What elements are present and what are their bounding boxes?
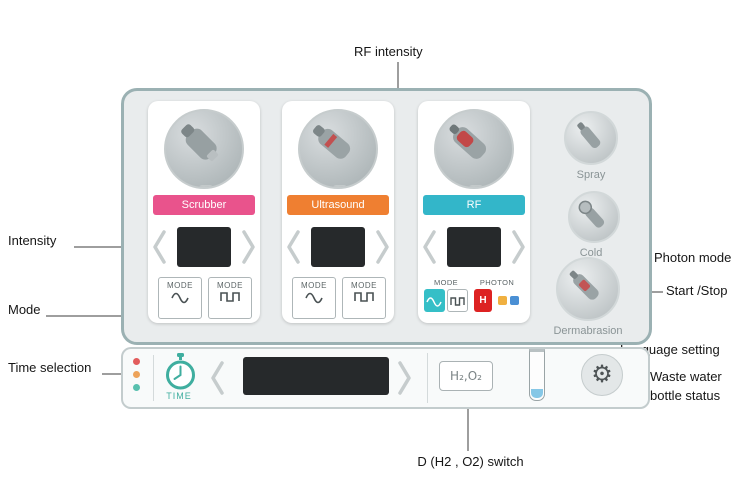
rf-label: RF xyxy=(423,195,525,215)
status-dot-red xyxy=(133,358,140,365)
sine-wave-icon xyxy=(305,292,323,304)
bottom-control-bar: TIME H₂,O₂ ⚙ xyxy=(121,347,650,409)
spray-label: Spray xyxy=(576,169,606,181)
rf-mode-continuous-button[interactable] xyxy=(424,289,445,312)
scrubber-column: Scrubber MODE MODE xyxy=(148,101,260,323)
h2o2-switch-button[interactable]: H₂,O₂ xyxy=(439,361,493,391)
cold-handpiece-icon xyxy=(578,200,605,228)
photon-color-indicator-yellow xyxy=(498,296,507,305)
cold-label: Cold xyxy=(579,247,603,259)
annotation-waste-water-2: bottle status xyxy=(650,388,721,403)
square-wave-icon xyxy=(354,292,374,302)
waste-water-level xyxy=(531,389,543,398)
scrubber-handpiece-switch xyxy=(199,185,213,187)
ultrasound-mode-pulse-button[interactable]: MODE xyxy=(342,277,386,319)
scrubber-intensity-increase-chevron[interactable] xyxy=(241,229,257,265)
annotation-time-selection: Time selection xyxy=(8,360,92,375)
rf-handpiece-icon xyxy=(449,124,487,159)
ultrasound-label: Ultrasound xyxy=(287,195,389,215)
ultrasound-intensity-row xyxy=(282,225,394,269)
sine-wave-icon xyxy=(171,292,189,304)
scrubber-handpiece-icon xyxy=(181,124,219,162)
ultrasound-intensity-display xyxy=(311,227,365,267)
scrubber-intensity-decrease-chevron[interactable] xyxy=(151,229,167,265)
sine-wave-icon xyxy=(426,296,442,307)
scrubber-intensity-row xyxy=(148,225,260,269)
rf-mode-photon-row: MODE PHOTON H xyxy=(418,277,530,323)
photon-color-indicator-blue xyxy=(510,296,519,305)
ultrasound-mode-row: MODE MODE xyxy=(282,277,394,323)
rf-intensity-decrease-chevron[interactable] xyxy=(421,229,437,265)
annotation-photon-mode: Photon mode xyxy=(654,250,732,265)
annotation-waste-water-1: Waste water xyxy=(650,369,722,384)
status-dot-teal xyxy=(133,384,140,391)
rf-column: RF MODE PHOTON xyxy=(418,101,530,323)
status-dot-orange xyxy=(133,371,140,378)
device-panel: Scrubber MODE MODE xyxy=(121,88,652,345)
ultrasound-handpiece-icon xyxy=(313,125,351,159)
rf-intensity-display xyxy=(447,227,501,267)
scrubber-intensity-display xyxy=(177,227,231,267)
square-wave-icon xyxy=(450,296,465,306)
rf-mode-header: MODE xyxy=(433,278,459,287)
scrubber-handpiece-image xyxy=(164,109,244,189)
rf-mode-pulse-button[interactable] xyxy=(447,289,468,312)
annotation-start-stop: Start /Stop xyxy=(666,283,728,298)
ultrasound-intensity-increase-chevron[interactable] xyxy=(375,229,391,265)
annotation-intensity: Intensity xyxy=(8,233,57,248)
spray-handpiece-icon xyxy=(577,122,601,149)
square-wave-icon xyxy=(220,292,240,302)
language-settings-button[interactable]: ⚙ xyxy=(581,354,623,396)
time-increase-chevron[interactable] xyxy=(397,360,413,396)
scrubber-mode-pulse-button[interactable]: MODE xyxy=(208,277,252,319)
divider xyxy=(153,355,154,401)
ultrasound-handpiece-switch xyxy=(333,185,347,187)
scrubber-mode-continuous-button[interactable]: MODE xyxy=(158,277,202,319)
annotation-rf-intensity: RF intensity xyxy=(354,44,423,59)
ultrasound-handpiece-image xyxy=(298,109,378,189)
dermabrasion-handpiece-icon xyxy=(569,270,599,300)
divider xyxy=(427,353,428,403)
time-display xyxy=(243,357,389,395)
rf-handpiece-image xyxy=(434,109,514,189)
rf-photon-header: PHOTON xyxy=(479,278,515,287)
time-decrease-chevron[interactable] xyxy=(209,360,225,396)
stopwatch-icon xyxy=(166,353,195,390)
photon-h-label: H xyxy=(479,295,487,306)
mode-label: MODE xyxy=(167,281,193,290)
gear-icon: ⚙ xyxy=(591,360,613,388)
time-label: TIME xyxy=(166,391,192,401)
ultrasound-mode-continuous-button[interactable]: MODE xyxy=(292,277,336,319)
mode-label: MODE xyxy=(301,281,327,290)
waste-water-bottle-indicator xyxy=(529,349,545,401)
dermabrasion-function-button[interactable] xyxy=(556,257,620,321)
annotation-mode: Mode xyxy=(8,302,41,317)
rf-intensity-row xyxy=(418,225,530,269)
photon-start-stop-button[interactable]: H xyxy=(474,289,492,312)
rf-intensity-increase-chevron[interactable] xyxy=(511,229,527,265)
mode-label: MODE xyxy=(217,281,243,290)
scrubber-mode-row: MODE MODE xyxy=(148,277,260,323)
rf-handpiece-switch xyxy=(469,185,483,187)
ultrasound-intensity-decrease-chevron[interactable] xyxy=(285,229,301,265)
cold-function-button[interactable] xyxy=(568,191,620,243)
spray-function-button[interactable] xyxy=(564,111,618,165)
annotation-d-switch: D (H2 , O2) switch xyxy=(417,454,524,469)
ultrasound-column: Ultrasound MODE MODE xyxy=(282,101,394,323)
mode-label: MODE xyxy=(351,281,377,290)
dermabrasion-label: Dermabrasion xyxy=(553,325,623,337)
scrubber-label: Scrubber xyxy=(153,195,255,215)
